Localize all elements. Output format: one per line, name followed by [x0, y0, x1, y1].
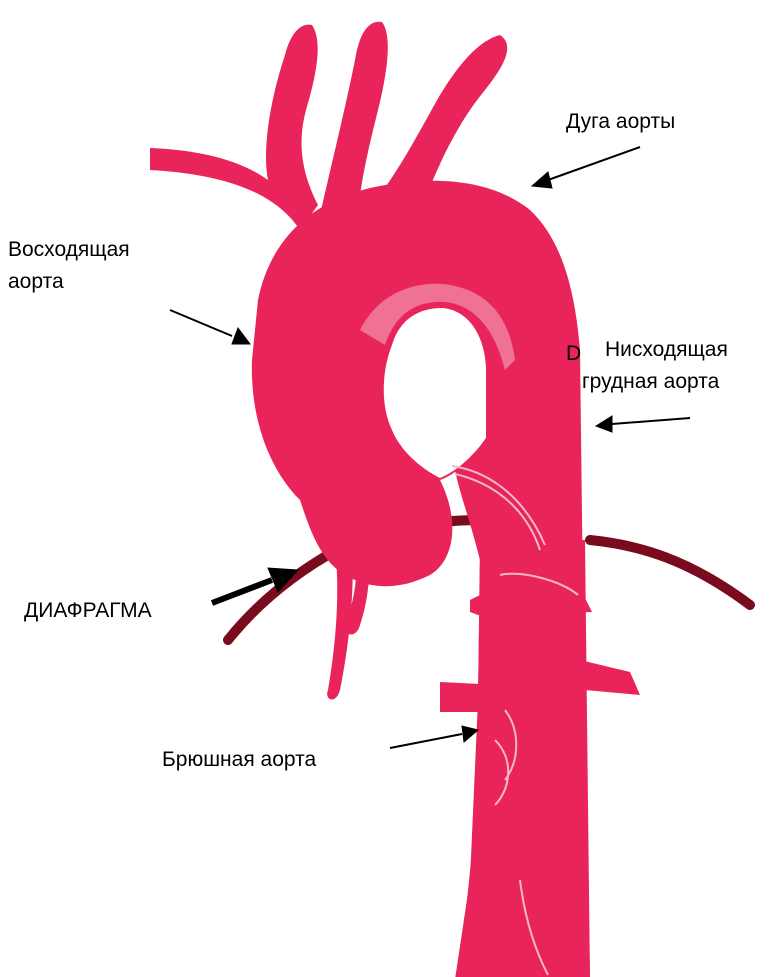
renal-branch-right [580, 660, 640, 695]
arrow-ascending [170, 310, 250, 344]
renal-branch-upper [470, 595, 592, 615]
arrow-abdominal [390, 726, 478, 748]
label-aortic-arch: Дуга аорты [566, 110, 675, 133]
label-descending-line2: грудная аорта [582, 370, 720, 393]
label-ascending-line2: аорта [8, 270, 64, 293]
arrow-descending [596, 416, 690, 432]
descending-artifact: D [566, 342, 581, 365]
aorta-vessel [150, 22, 640, 977]
left-subclavian-branch [372, 35, 507, 205]
label-ascending-line1: Восходящая [8, 238, 130, 261]
label-diaphragm: ДИАФРАГМА [24, 599, 152, 622]
left-carotid-branch [320, 22, 388, 215]
label-descending-line1: Нисходящая [605, 338, 728, 361]
label-abdominal: Брюшная аорта [162, 748, 316, 771]
renal-branch-left [440, 682, 480, 712]
arrow-aortic-arch [532, 147, 640, 188]
brachiocephalic-branch [150, 25, 318, 230]
